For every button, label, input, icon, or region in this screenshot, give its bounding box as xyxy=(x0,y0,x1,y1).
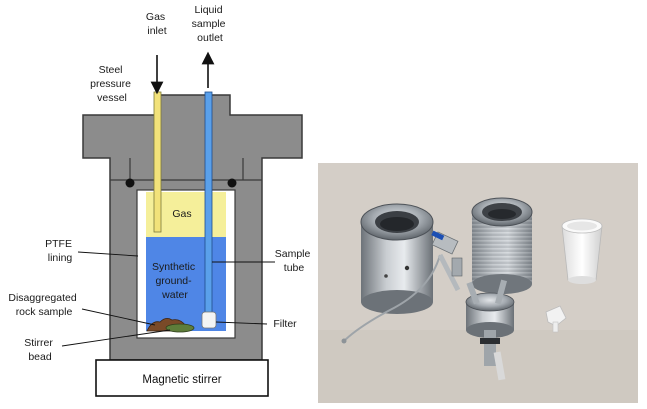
photo-lid-fittings xyxy=(465,279,515,381)
photo-ptfe-liner xyxy=(561,218,603,284)
reactor-photo xyxy=(318,163,638,403)
label-gas: Gas xyxy=(172,208,191,220)
photo-valve-assembly xyxy=(341,230,463,344)
label-ptfe-lining: PTFE lining xyxy=(45,238,75,264)
label-sample-tube: Sample tube xyxy=(275,248,314,274)
photo-filter-piece xyxy=(545,305,567,333)
sample-tube xyxy=(204,91,213,321)
stirrer-bead xyxy=(165,323,195,333)
label-stirrer-bead: Stirrer bead xyxy=(24,337,56,363)
label-gas-inlet: Gas inlet xyxy=(146,11,168,37)
photo-threaded-lid xyxy=(471,197,533,294)
leader-stirrer-bead xyxy=(61,329,171,347)
label-filter: Filter xyxy=(273,318,297,330)
magnetic-stirrer-label: Magnetic stirrer xyxy=(142,374,221,386)
leader-rock-sample xyxy=(81,308,156,326)
leader-filter xyxy=(215,321,268,325)
o-ring-left xyxy=(125,178,135,188)
label-steel-vessel: Steel pressure vessel xyxy=(90,64,134,104)
leader-ptfe-lining xyxy=(77,251,139,257)
label-liquid-outlet: Liquid sample outlet xyxy=(192,4,229,44)
magnetic-stirrer xyxy=(95,359,269,397)
reactor-diagram: Magnetic stirrer Gas inlet Liquid sample… xyxy=(8,4,314,397)
label-synthetic-groundwater: Synthetic ground- water xyxy=(152,261,198,301)
filter xyxy=(201,311,217,329)
gas-inlet-tube xyxy=(153,91,162,233)
o-ring-right xyxy=(227,178,237,188)
photo-steel-vessel xyxy=(360,203,434,314)
label-disaggregated-rock: Disaggregated rock sample xyxy=(8,292,79,318)
